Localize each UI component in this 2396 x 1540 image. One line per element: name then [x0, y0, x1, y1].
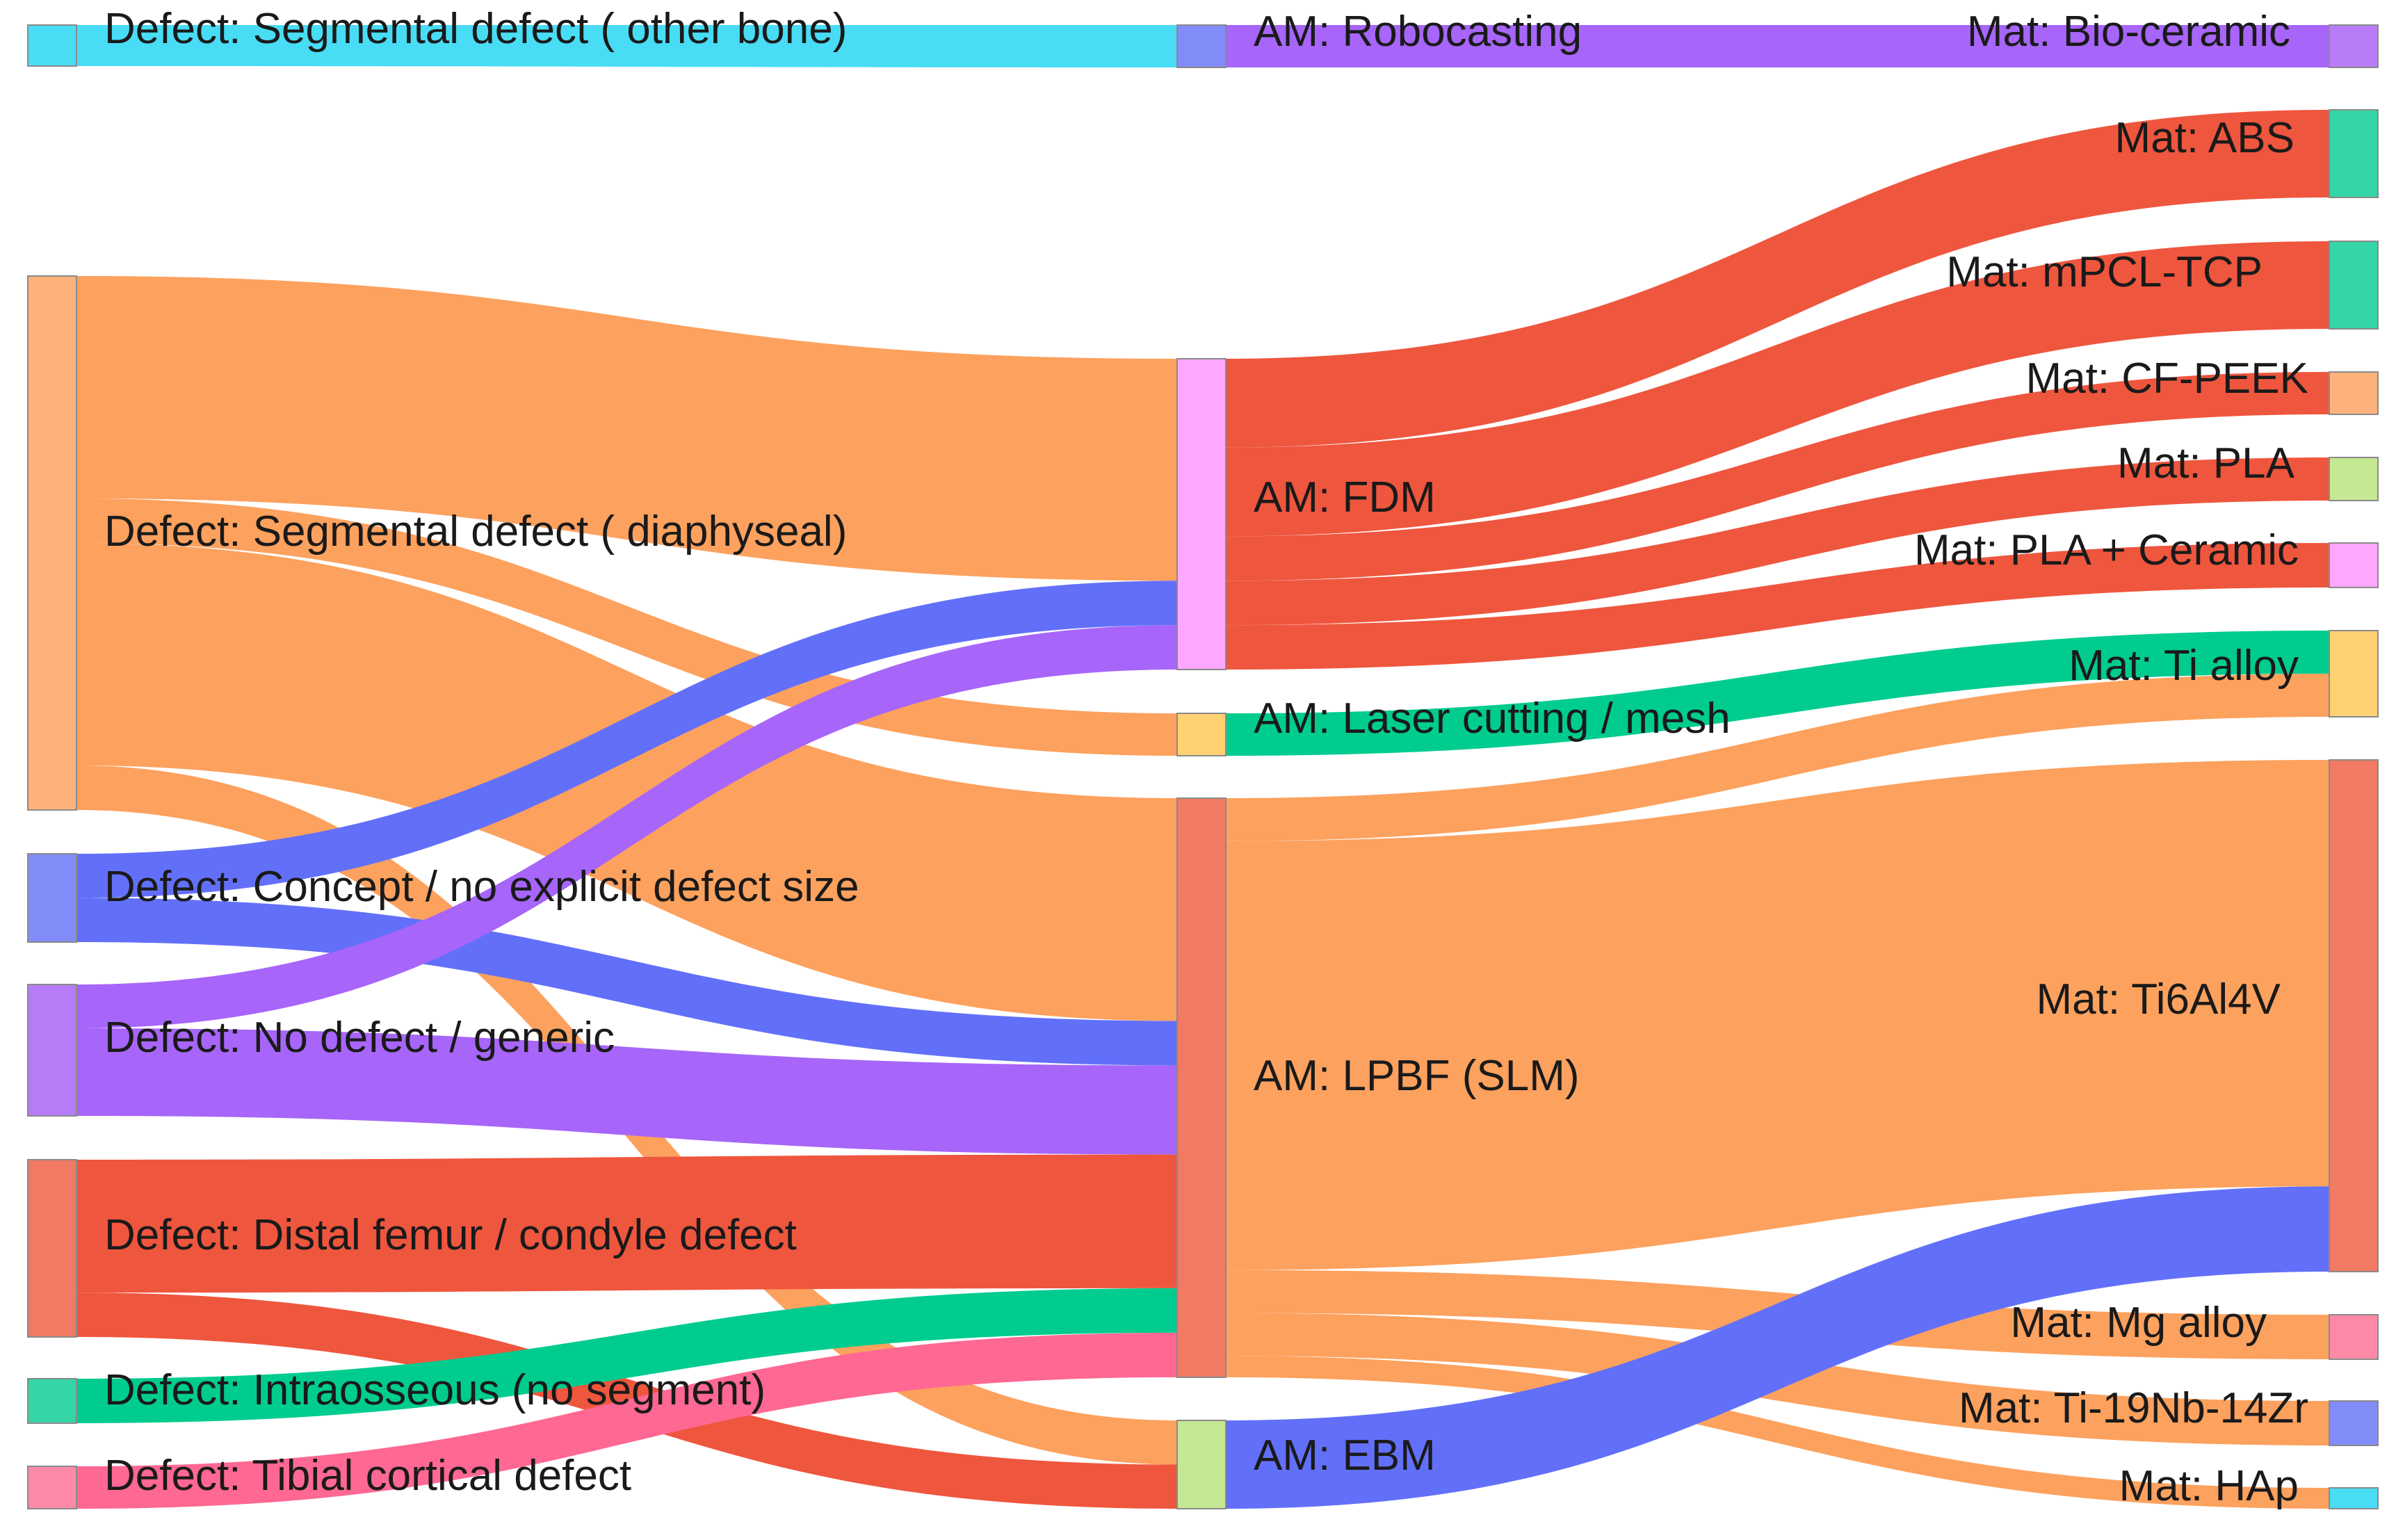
node-am_ebm	[1176, 1420, 1227, 1509]
node-m_mgalloy	[2329, 1314, 2379, 1360]
link-d_femur-am_lpbf	[76, 1154, 1177, 1293]
link-am_lpbf-m_tialloy	[1226, 674, 2329, 841]
node-m_tialloy	[2329, 630, 2379, 718]
node-label-d_nodefect: Defect: No defect / generic	[104, 1014, 615, 1062]
node-label-m_pla: Mat: PLA	[2117, 439, 2295, 487]
link-am_fdm-m_placeramic	[1226, 543, 2329, 670]
node-label-m_cfpeek: Mat: CF-PEEK	[2025, 355, 2308, 403]
link-d_concept-am_fdm	[76, 581, 1177, 898]
node-am_robo	[1176, 24, 1227, 68]
link-d_intra-am_lpbf	[76, 1288, 1177, 1423]
node-m_pla	[2329, 457, 2379, 501]
node-label-d_intra: Defect: Intraosseous (no segment)	[104, 1366, 766, 1414]
link-am_robo-m_bioceramic	[1226, 25, 2329, 67]
node-m_tinbzr	[2329, 1400, 2379, 1446]
link-d_diaphyseal-am_lpbf	[76, 543, 1177, 1021]
node-d_femur	[27, 1159, 77, 1338]
node-d_nodefect	[27, 984, 77, 1117]
links-layer	[76, 25, 2329, 1509]
node-d_other_bone	[27, 24, 77, 67]
node-d_concept	[27, 853, 77, 943]
node-d_tibial	[27, 1466, 77, 1509]
node-label-m_ti6al4v: Mat: Ti6Al4V	[2037, 975, 2281, 1023]
link-d_nodefect-am_lpbf	[76, 1028, 1177, 1155]
node-label-m_hap: Mat: HAp	[2119, 1462, 2299, 1510]
node-label-m_abs: Mat: ABS	[2115, 114, 2294, 162]
node-label-d_diaphyseal: Defect: Segmental defect ( diaphyseal)	[104, 508, 847, 556]
link-d_tibial-am_lpbf	[76, 1332, 1177, 1509]
node-m_abs	[2329, 109, 2379, 198]
node-d_intra	[27, 1378, 77, 1424]
node-label-m_tialloy: Mat: Ti alloy	[2069, 642, 2299, 690]
node-label-d_concept: Defect: Concept / no explicit defect siz…	[104, 863, 859, 911]
node-am_fdm	[1176, 358, 1227, 670]
node-label-d_other_bone: Defect: Segmental defect ( other bone)	[104, 5, 847, 53]
node-d_diaphyseal	[27, 275, 77, 811]
link-d_diaphyseal-am_fdm	[76, 276, 1177, 581]
link-am_fdm-m_pla	[1226, 457, 2329, 626]
node-am_lpbf	[1176, 797, 1227, 1378]
node-label-am_robo: AM: Robocasting	[1254, 8, 1582, 56]
node-label-am_ebm: AM: EBM	[1254, 1432, 1436, 1480]
node-am_laser	[1176, 713, 1227, 756]
node-label-am_lpbf: AM: LPBF (SLM)	[1254, 1052, 1580, 1100]
node-m_mpcl	[2329, 241, 2379, 330]
node-label-m_placeramic: Mat: PLA + Ceramic	[1914, 526, 2299, 574]
link-d_nodefect-am_fdm	[76, 625, 1177, 1028]
link-am_ebm-m_ti6al4v	[1226, 1186, 2329, 1509]
link-am_lpbf-m_hap	[1226, 1356, 2329, 1509]
node-label-m_mgalloy: Mat: Mg alloy	[2010, 1299, 2267, 1347]
node-m_placeramic	[2329, 542, 2379, 588]
link-am_laser-m_tialloy	[1226, 631, 2329, 756]
node-label-m_tinbzr: Mat: Ti-19Nb-14Zr	[1959, 1384, 2308, 1432]
node-m_cfpeek	[2329, 371, 2379, 415]
node-label-m_mpcl: Mat: mPCL-TCP	[1946, 248, 2263, 296]
node-label-m_bioceramic: Mat: Bio-ceramic	[1967, 8, 2290, 56]
node-m_ti6al4v	[2329, 759, 2379, 1272]
link-d_concept-am_lpbf	[76, 898, 1177, 1066]
node-label-am_fdm: AM: FDM	[1254, 473, 1436, 521]
node-m_bioceramic	[2329, 24, 2379, 68]
labels-layer: Defect: Segmental defect ( other bone) De…	[104, 5, 2308, 1510]
link-am_fdm-m_cfpeek	[1226, 372, 2329, 581]
link-d_other_bone-am_robo	[76, 25, 1177, 67]
link-am_fdm-m_mpcl	[1226, 241, 2329, 537]
node-label-d_femur: Defect: Distal femur / condyle defect	[104, 1211, 797, 1259]
node-label-am_laser: AM: Laser cutting / mesh	[1254, 695, 1731, 743]
link-am_fdm-m_abs	[1226, 110, 2329, 448]
node-m_hap	[2329, 1487, 2379, 1509]
node-label-d_tibial: Defect: Tibial cortical defect	[104, 1452, 631, 1500]
link-am_lpbf-m_ti6al4v	[1226, 760, 2329, 1270]
nodes-layer	[27, 24, 2379, 1509]
